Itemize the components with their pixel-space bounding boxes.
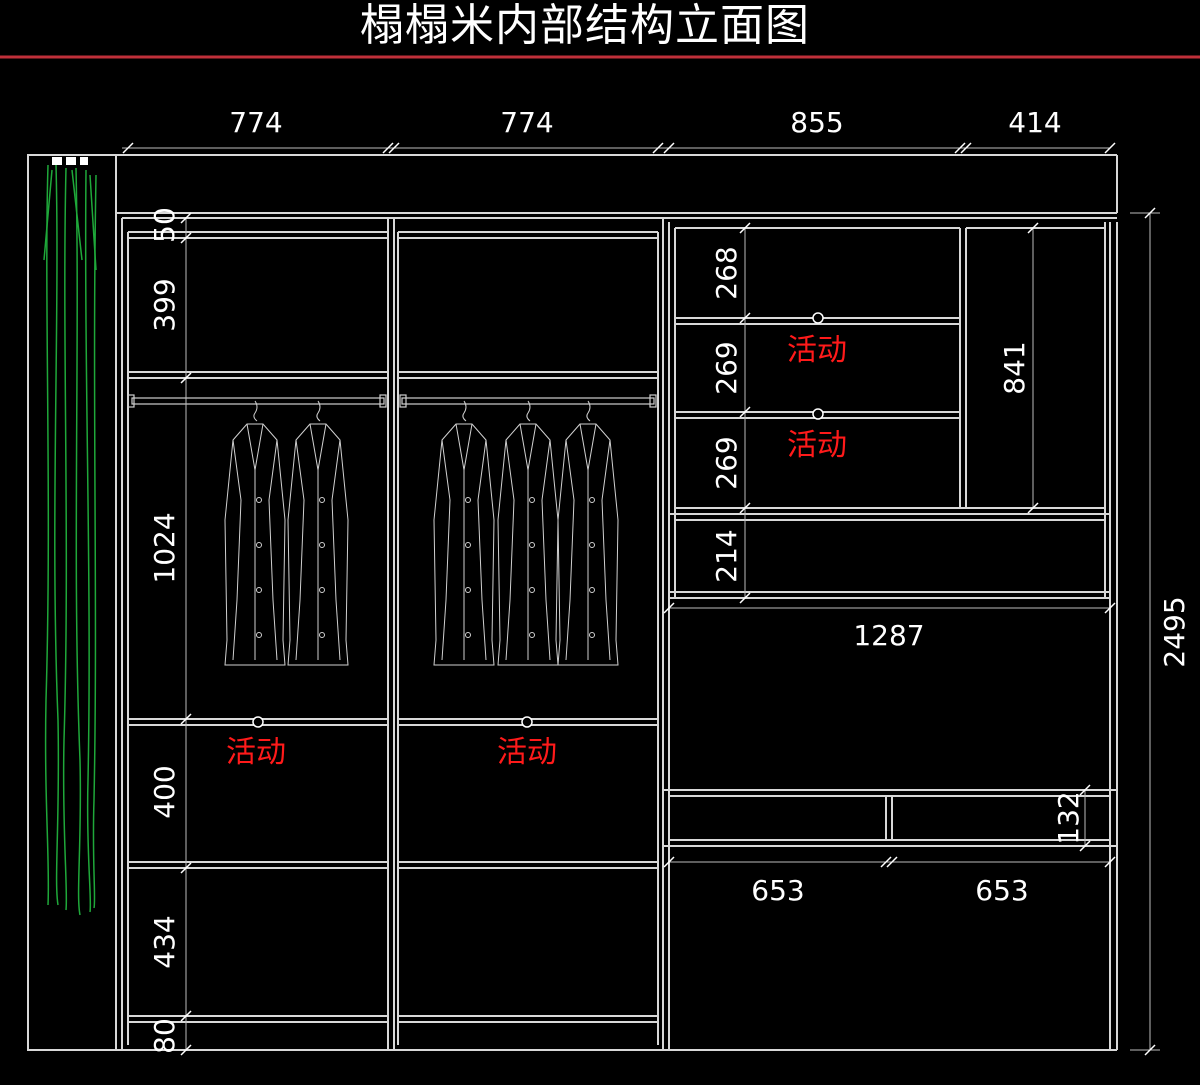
drawer-width-right: 653 xyxy=(975,874,1028,907)
hanging-rod-icon xyxy=(127,394,657,408)
height-label-841: 841 xyxy=(998,341,1031,394)
dim-tick xyxy=(1027,222,1039,234)
dim-tick xyxy=(739,312,751,324)
hanging-jacket-icon xyxy=(557,400,619,666)
height-label-total: 2495 xyxy=(1158,596,1191,667)
dim-tick xyxy=(180,1044,192,1056)
dim-tick xyxy=(652,142,664,154)
dim-tick xyxy=(663,602,675,614)
dim-tick xyxy=(739,222,751,234)
right-height-labels: 268 269 269 214 841 132 2495 xyxy=(710,246,1191,844)
dim-tick xyxy=(180,1010,192,1022)
note-adjustable-3: 活动 xyxy=(787,333,847,368)
dim-tick xyxy=(1027,502,1039,514)
dim-tick xyxy=(739,406,751,418)
adjustable-notes: 活动 活动 活动 活动 xyxy=(226,333,847,770)
top-width-labels: 774 774 855 414 xyxy=(229,106,1061,139)
dim-tick xyxy=(180,862,192,874)
dim-tick xyxy=(180,372,192,384)
height-label-268: 268 xyxy=(710,246,743,299)
width-label-1287: 1287 xyxy=(853,619,924,652)
dim-tick xyxy=(960,142,972,154)
curtain-icon xyxy=(43,157,97,916)
shelf-pin-icon xyxy=(812,408,824,420)
height-label-50: 50 xyxy=(148,207,181,243)
width-label-2: 774 xyxy=(500,106,553,139)
cabinet-outline xyxy=(27,154,1118,1051)
hanging-jacket-icon xyxy=(433,400,495,666)
dimension-lines xyxy=(122,147,1160,1051)
height-label-214: 214 xyxy=(710,529,743,582)
dim-tick xyxy=(1144,207,1156,219)
dim-tick xyxy=(1144,1044,1156,1056)
shelf-pin-icon xyxy=(812,312,824,324)
width-label-4: 414 xyxy=(1008,106,1061,139)
left-height-labels: 50 399 1024 400 434 80 xyxy=(148,207,181,1054)
dim-tick xyxy=(1104,142,1116,154)
hanging-jacket-icon xyxy=(497,400,559,666)
height-label-80: 80 xyxy=(148,1018,181,1054)
note-adjustable-4: 活动 xyxy=(787,428,847,463)
height-label-1024: 1024 xyxy=(148,512,181,583)
dim-tick xyxy=(180,232,192,244)
dim-tick xyxy=(1104,602,1116,614)
dim-tick xyxy=(382,142,394,154)
width-label-3: 855 xyxy=(790,106,843,139)
dim-tick xyxy=(122,142,134,154)
dim-tick xyxy=(880,856,892,868)
dim-tick xyxy=(1104,856,1116,868)
dim-tick xyxy=(663,142,675,154)
height-label-434: 434 xyxy=(148,915,181,968)
dim-tick xyxy=(886,856,898,868)
dim-tick xyxy=(663,856,675,868)
dim-tick xyxy=(180,212,192,224)
height-label-132: 132 xyxy=(1052,791,1085,844)
dim-tick xyxy=(1079,784,1091,796)
note-adjustable-2: 活动 xyxy=(497,735,557,770)
shelf-pin-icon xyxy=(521,716,533,728)
note-adjustable-1: 活动 xyxy=(226,735,286,770)
hanging-jacket-icon xyxy=(287,400,349,666)
height-label-399: 399 xyxy=(148,278,181,331)
height-label-400: 400 xyxy=(148,765,181,818)
dim-tick xyxy=(954,142,966,154)
width-label-1: 774 xyxy=(229,106,282,139)
hanging-jacket-icon xyxy=(224,400,286,666)
dim-tick xyxy=(1079,840,1091,852)
dim-tick xyxy=(388,142,400,154)
dim-tick xyxy=(739,592,751,604)
dim-tick xyxy=(739,502,751,514)
height-label-269b: 269 xyxy=(710,436,743,489)
page-title: 榻榻米内部结构立面图 xyxy=(360,0,810,51)
height-label-269a: 269 xyxy=(710,341,743,394)
dim-tick xyxy=(180,713,192,725)
drawer-width-left: 653 xyxy=(751,874,804,907)
shelf-pin-icon xyxy=(252,716,264,728)
